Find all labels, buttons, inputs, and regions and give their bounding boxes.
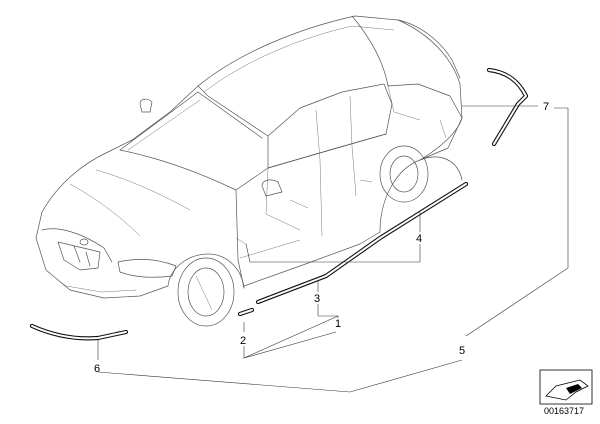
rear-trim-strip bbox=[486, 67, 529, 147]
callout-1: 1 bbox=[335, 318, 341, 330]
callout-4: 4 bbox=[416, 233, 422, 245]
car-symbol-icon bbox=[545, 379, 589, 401]
callout-6: 6 bbox=[94, 363, 100, 375]
part-number: 00163717 bbox=[544, 406, 584, 416]
callout-labels: 1 2 3 4 5 6 7 bbox=[94, 101, 549, 375]
car-illustration bbox=[35, 15, 463, 327]
trim-parts bbox=[29, 67, 529, 341]
callout-7: 7 bbox=[543, 101, 549, 113]
callout-2: 2 bbox=[240, 335, 246, 347]
part-number-box: 00163717 bbox=[539, 369, 593, 416]
leader-lines bbox=[97, 105, 569, 393]
callout-3: 3 bbox=[314, 293, 320, 305]
callout-5: 5 bbox=[459, 345, 465, 357]
